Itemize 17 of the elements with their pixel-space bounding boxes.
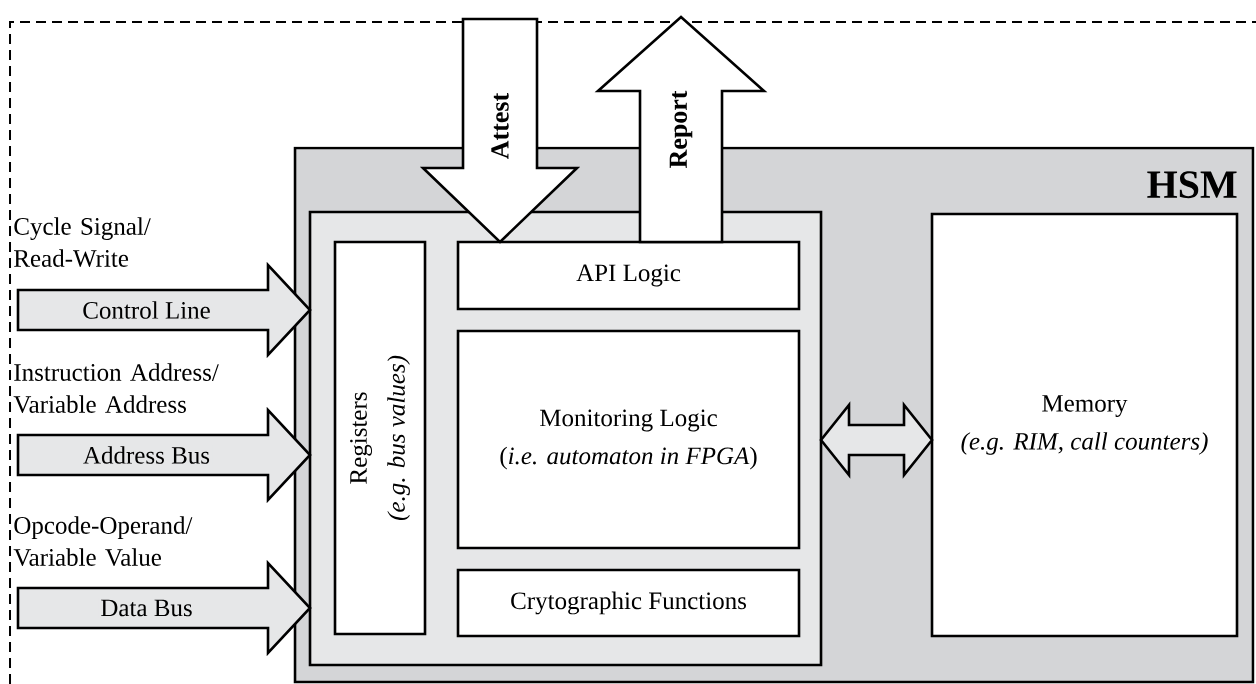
signal-label: Instruction Address/ Variable Address: [13, 363, 219, 413]
signal-label: Cycle Signal/ Read-Write: [14, 217, 151, 267]
arrow-label: Data Bus: [98, 597, 195, 619]
arrow-label: Control Line: [80, 299, 213, 321]
block-arrow: [594, 15, 768, 244]
arrow-label: Attest: [489, 90, 511, 162]
signal-label: Opcode-Operand/ Variable Value: [13, 516, 193, 566]
memory-box: Memory (e.g. RIM, call counters): [930, 212, 1239, 638]
function-box: Monitoring Logic (i.e. automaton in FPGA): [456, 329, 801, 550]
register-box: Registers (e.g. bus values): [333, 240, 427, 636]
block-arrow: [419, 17, 581, 244]
function-box: Crytographic Functions: [456, 568, 801, 638]
block-title: HSM: [1147, 171, 1237, 199]
function-box: API Logic: [456, 240, 801, 311]
double-arrow: [819, 401, 934, 479]
arrow-label: Address Bus: [80, 444, 213, 466]
arrow-label: Report: [667, 88, 695, 171]
